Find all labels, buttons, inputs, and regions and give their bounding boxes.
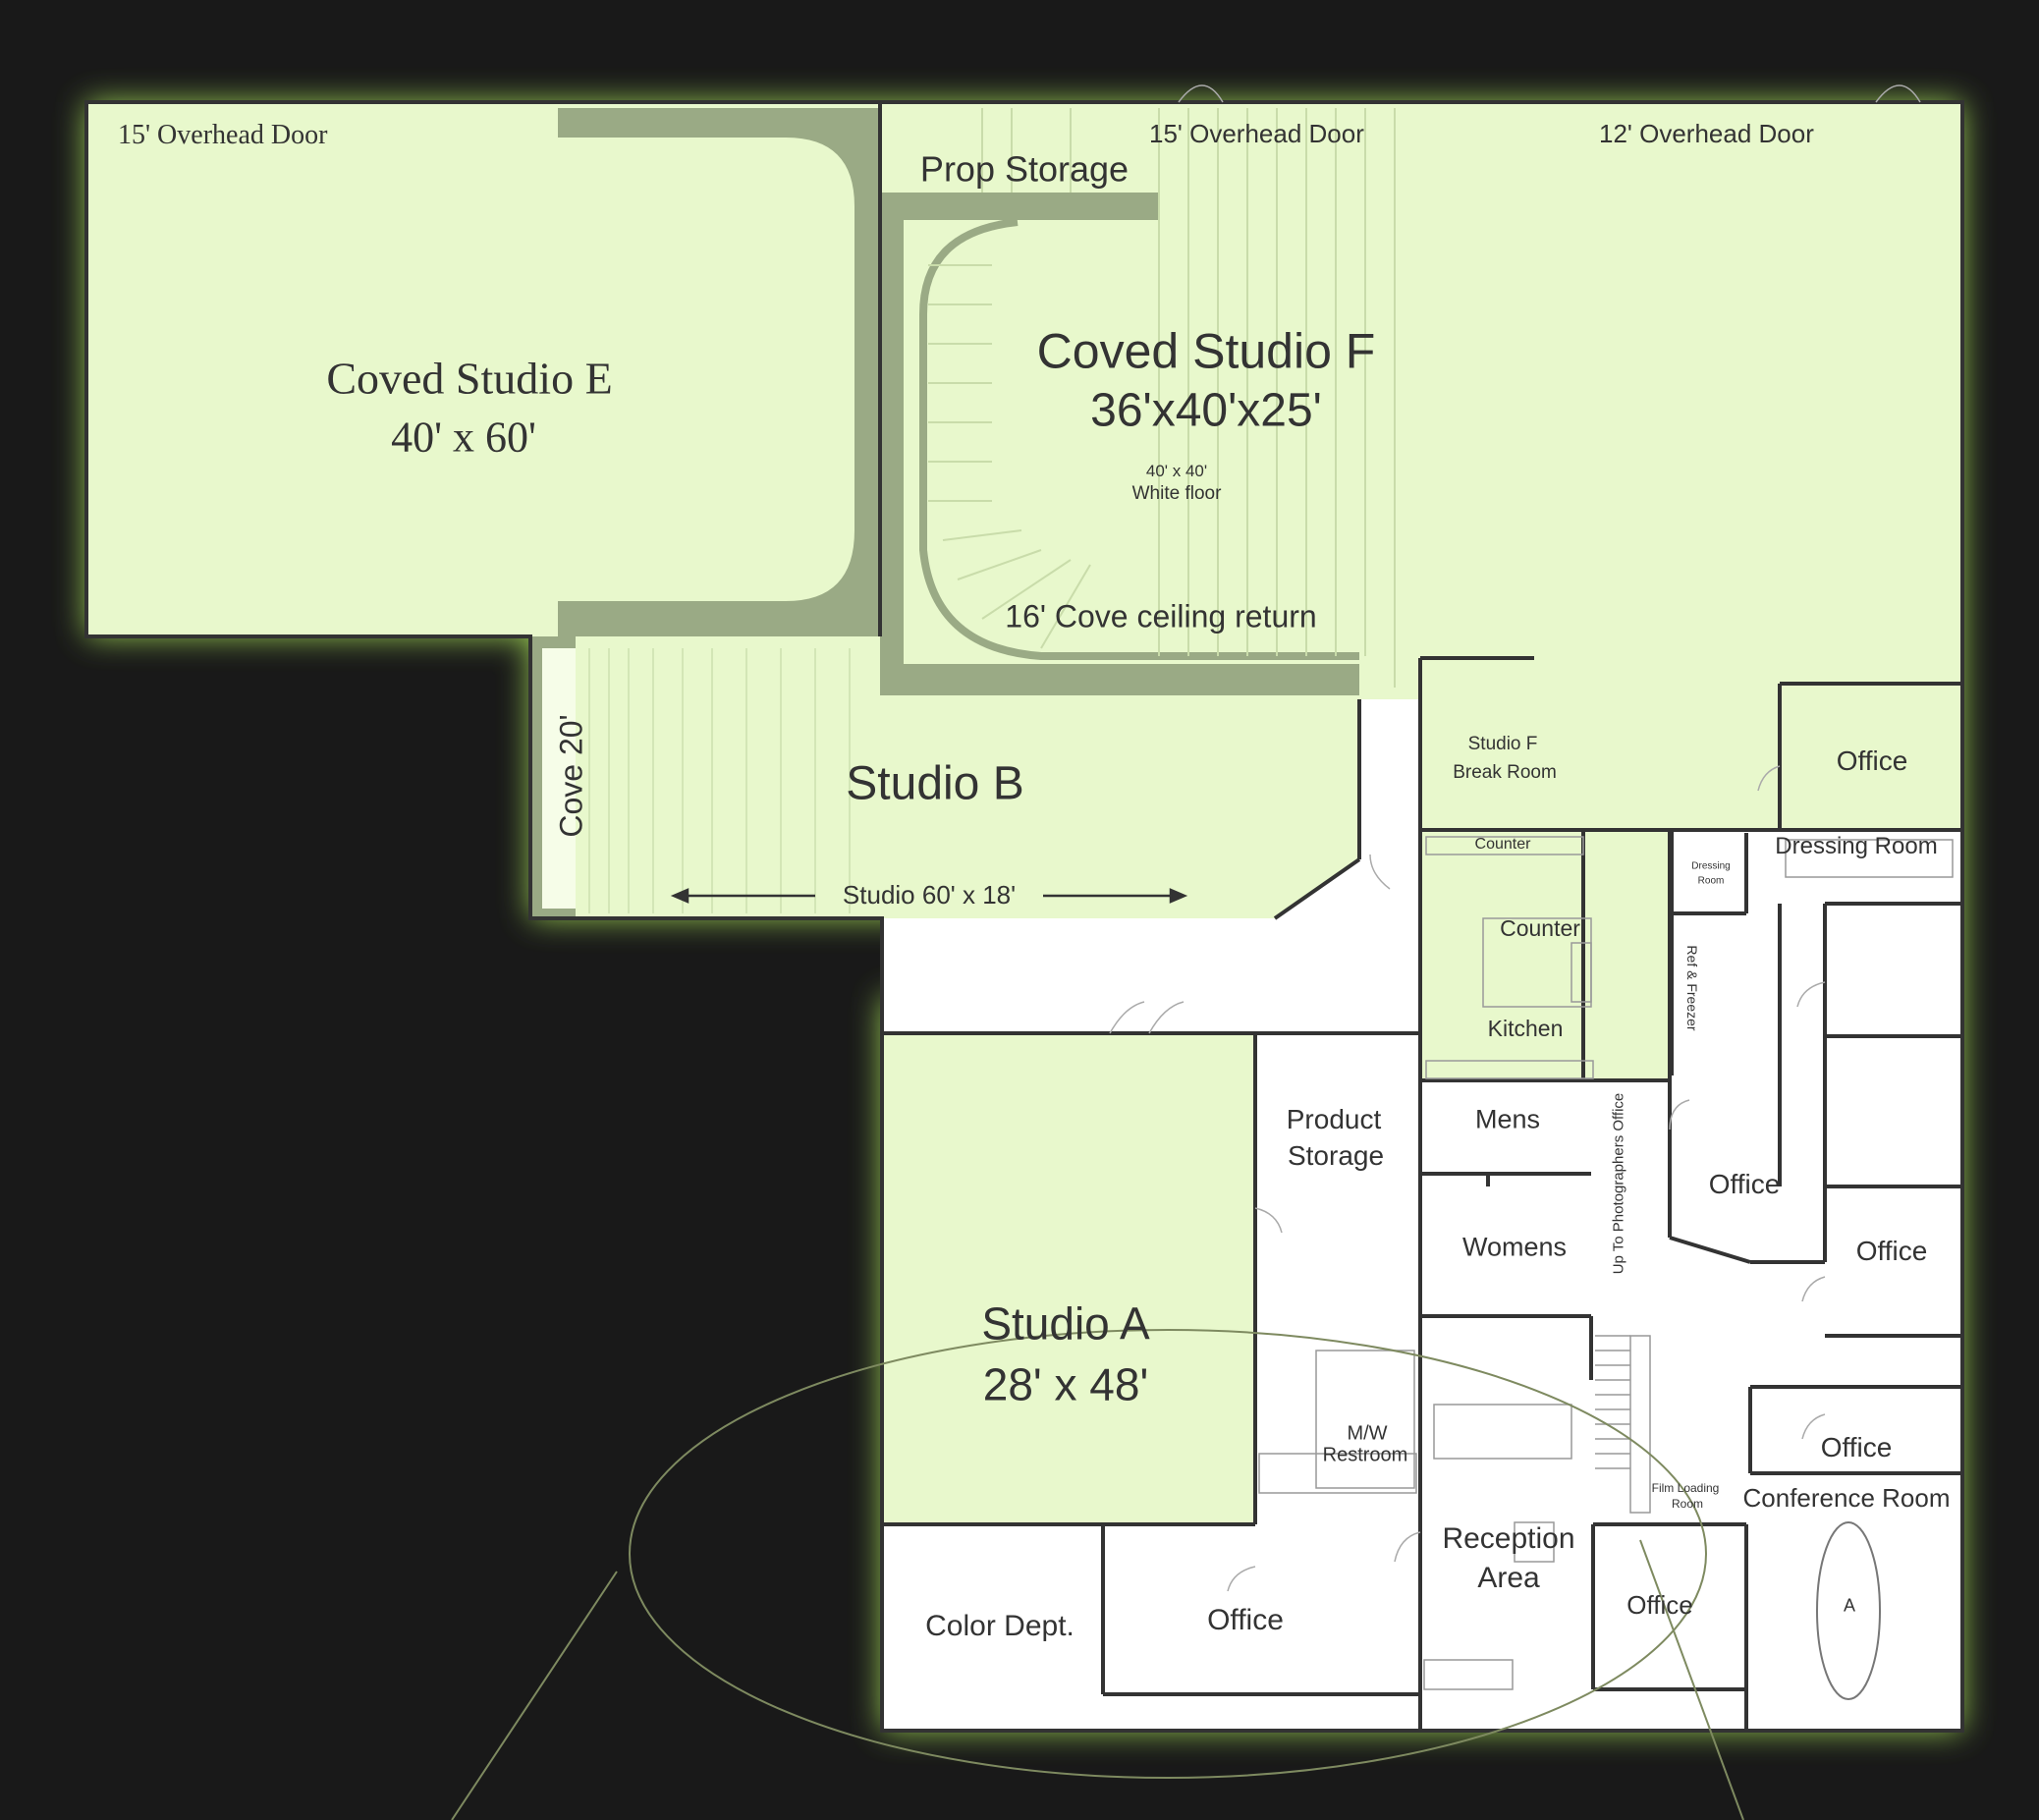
studio-f-cove-left <box>880 193 904 695</box>
reception-label-1: Reception <box>1442 1521 1575 1555</box>
studio-b-area <box>530 636 1359 918</box>
studio-b-floor-lines <box>588 648 851 913</box>
studio-f-name: Coved Studio F <box>1036 323 1376 379</box>
stairs <box>1595 1335 1630 1469</box>
right-studio-area <box>1420 102 1962 1080</box>
studio-f-size: 36'x40'x25' <box>1090 384 1322 437</box>
prop-storage-shelf <box>880 193 1159 220</box>
product-storage-label-1: Product <box>1286 1103 1382 1134</box>
color-dept-label: Color Dept. <box>925 1609 1075 1642</box>
film-loading-label-2: Room <box>1671 1497 1704 1512</box>
dressing-room-small-label-2: Room <box>1697 875 1725 887</box>
conference-room-label: Conference Room <box>1742 1483 1951 1514</box>
studio-e-size: 40' x 60' <box>391 413 536 462</box>
studio-b-name: Studio B <box>846 757 1024 810</box>
office-mid-label: Office <box>1708 1168 1781 1199</box>
overhead-door-12-label: 12' Overhead Door <box>1599 119 1814 148</box>
walls <box>84 100 1964 1733</box>
conference-table-label: A <box>1843 1595 1856 1616</box>
conference-table <box>1816 1521 1881 1700</box>
studio-f-cove-curve <box>919 218 1359 660</box>
studio-f-ceiling-return: 16' Cove ceiling return <box>1005 598 1317 634</box>
studio-a-area <box>882 1033 1255 1524</box>
studio-f-cove-bottom <box>880 664 1359 695</box>
doors <box>1109 84 1921 1592</box>
break-room-label-1: Studio F <box>1467 734 1538 755</box>
overhead-door-e-label: 15' Overhead Door <box>118 120 328 150</box>
up-to-office-label: Up To Photographers Office <box>1610 1092 1627 1275</box>
break-room-label-2: Break Room <box>1453 762 1557 784</box>
dressing-room-small-label-1: Dressing <box>1691 860 1731 872</box>
mens-label: Mens <box>1474 1104 1541 1134</box>
studio-f-area <box>880 102 1420 699</box>
prop-storage-label: Prop Storage <box>919 148 1130 190</box>
kitchen-label: Kitchen <box>1487 1015 1564 1041</box>
mw-restroom-label-2: Restroom <box>1322 1444 1408 1466</box>
office-small-label: Office <box>1626 1590 1693 1621</box>
counter-label: Counter <box>1500 914 1580 941</box>
highlight-annotation <box>451 1329 1744 1820</box>
office-right-1-label: Office <box>1855 1235 1928 1266</box>
studio-e-area <box>86 102 880 636</box>
studio-b-cove-floor <box>542 648 576 909</box>
reception-label-2: Area <box>1477 1561 1540 1594</box>
dressing-room-label: Dressing Room <box>1775 833 1938 860</box>
studio-b-dimension-arrow <box>670 888 1188 904</box>
counter-small-label: Counter <box>1474 835 1531 853</box>
overhead-door-f-label: 15' Overhead Door <box>1149 119 1364 148</box>
studio-f-floor-lines <box>928 108 1396 688</box>
studio-e-name: Coved Studio E <box>326 353 613 404</box>
studio-e-cove-wall <box>558 108 880 636</box>
studio-a-size: 28' x 48' <box>982 1358 1149 1410</box>
product-storage-label-2: Storage <box>1287 1139 1385 1171</box>
fridge-label: Ref & Freezer <box>1684 945 1701 1031</box>
office-top-right-label: Office <box>1836 745 1908 776</box>
studio-a-name: Studio A <box>981 1297 1150 1350</box>
studio-b-cove-label: Cove 20' <box>553 714 589 838</box>
office-right-2-label: Office <box>1820 1431 1893 1462</box>
mw-restroom-label-1: M/W <box>1347 1422 1388 1445</box>
studio-f-floor-size: 40' x 40' <box>1145 462 1208 481</box>
film-loading-label-1: Film Loading <box>1651 1481 1720 1496</box>
womens-label: Womens <box>1461 1232 1568 1262</box>
studio-b-dimensions: Studio 60' x 18' <box>842 880 1017 910</box>
office-bottom-label: Office <box>1207 1603 1284 1636</box>
studio-f-floor-desc: White floor <box>1131 483 1222 505</box>
